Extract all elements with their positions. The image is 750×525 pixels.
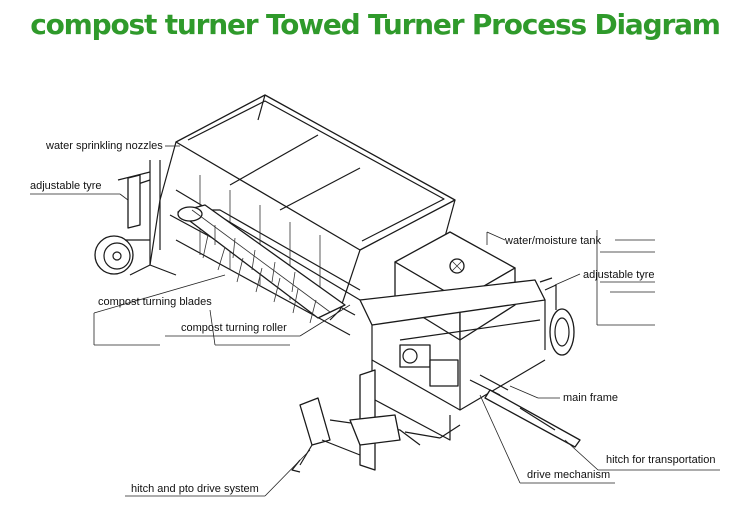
label-hitch-for-transportation: hitch for transportation [606,454,715,466]
label-main-frame: main frame [563,392,618,404]
diagram-title: compost turner Towed Turner Process Diag… [30,8,721,41]
label-compost-turning-roller: compost turning roller [181,322,287,334]
label-water-moisture-tank: water/moisture tank [504,235,601,247]
label-hitch-and-pto-drive-system: hitch and pto drive system [131,483,259,495]
machine-illustration [94,94,581,473]
label-drive-mechanism: drive mechanism [527,469,610,481]
label-compost-turning-blades: compost turning blades [98,296,212,308]
label-water-sprinkling-nozzles: water sprinkling nozzles [45,140,163,152]
label-adjustable-tyre-right: adjustable tyre [583,269,655,281]
labels: water sprinkling nozzles adjustable tyre… [30,140,715,495]
label-adjustable-tyre-left: adjustable tyre [30,180,102,192]
leader-lines [30,145,720,497]
